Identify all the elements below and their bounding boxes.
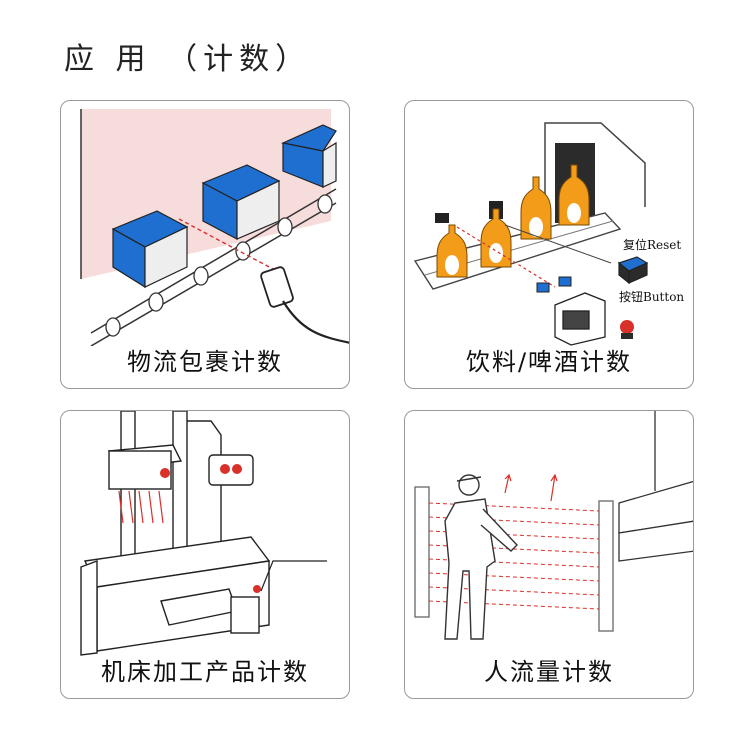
reset-label: 复位Reset bbox=[623, 237, 681, 252]
card-caption: 饮料/啤酒计数 bbox=[465, 348, 633, 376]
page-title: 应 用 （计数） bbox=[64, 42, 312, 77]
card-logistics-counting: 物流包裹计数 bbox=[60, 100, 350, 389]
bottles-illustration: 复位Reset 按钮Button bbox=[413, 122, 684, 346]
card-machine-tool-counting: 机床加工产品计数 bbox=[60, 410, 350, 699]
machine-tool-illustration bbox=[80, 411, 327, 656]
card-beverage-counting: 复位Reset 按钮Button 饮料/啤酒计数 bbox=[404, 100, 694, 389]
card-caption: 机床加工产品计数 bbox=[101, 658, 309, 686]
card-caption: 人流量计数 bbox=[484, 658, 614, 686]
logistics-illustration bbox=[80, 109, 349, 346]
button-label: 按钮Button bbox=[619, 289, 684, 304]
people-flow-illustration bbox=[414, 411, 693, 640]
card-people-flow-counting: 人流量计数 bbox=[404, 410, 694, 699]
card-caption: 物流包裹计数 bbox=[127, 348, 283, 376]
